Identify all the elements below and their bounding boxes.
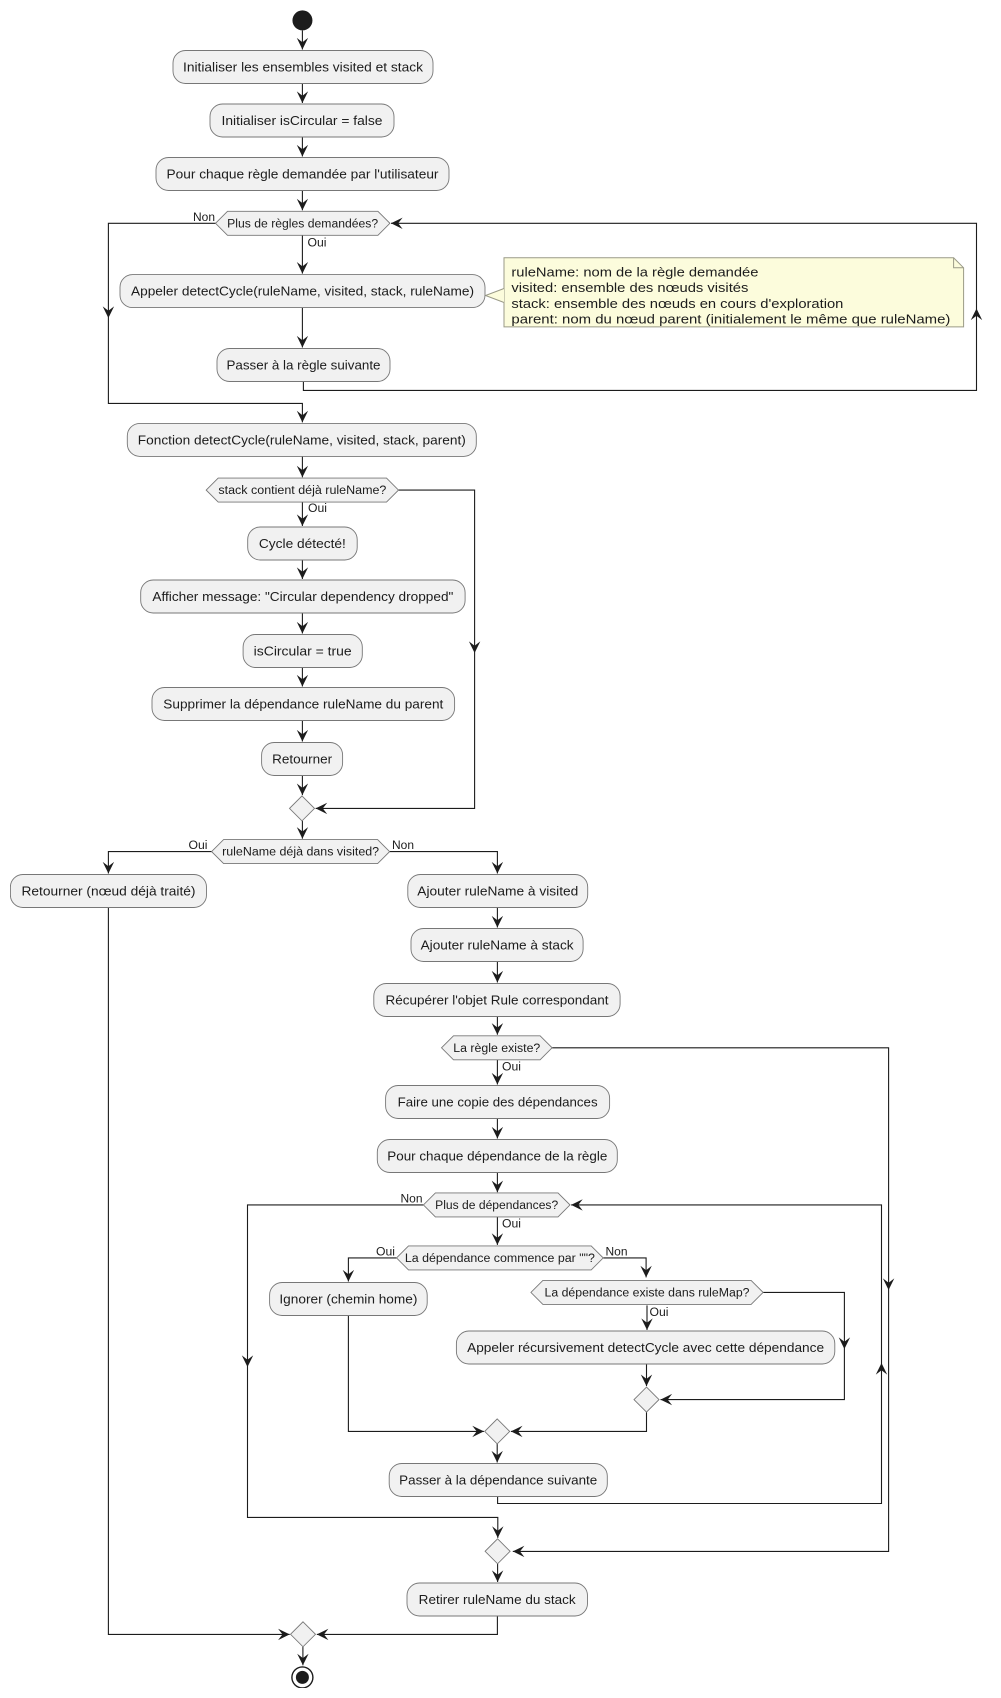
svg-text:ruleName déjà dans visited?: ruleName déjà dans visited? <box>222 847 379 859</box>
svg-text:stack: ensemble des nœuds en c: stack: ensemble des nœuds en cours d'exp… <box>511 296 843 311</box>
svg-text:Pour chaque règle demandée par: Pour chaque règle demandée par l'utilisa… <box>167 168 439 182</box>
svg-text:Passer à la règle suivante: Passer à la règle suivante <box>227 359 381 373</box>
svg-text:Oui: Oui <box>650 1307 669 1319</box>
svg-text:Oui: Oui <box>308 237 327 249</box>
svg-text:Oui: Oui <box>189 840 208 852</box>
svg-text:visited: ensemble des nœuds vi: visited: ensemble des nœuds visités <box>511 280 749 295</box>
svg-text:parent: nom du nœud parent (in: parent: nom du nœud parent (initialement… <box>511 311 950 326</box>
svg-text:Retourner: Retourner <box>272 753 332 767</box>
svg-text:La dépendance commence par ""?: La dépendance commence par ""? <box>405 1253 595 1265</box>
svg-text:Fonction detectCycle(ruleName,: Fonction detectCycle(ruleName, visited, … <box>138 434 466 448</box>
svg-text:Oui: Oui <box>502 1219 521 1231</box>
svg-text:Oui: Oui <box>502 1062 521 1074</box>
svg-text:Non: Non <box>193 212 215 224</box>
svg-text:isCircular = true: isCircular = true <box>254 645 352 659</box>
svg-text:Plus de règles demandées?: Plus de règles demandées? <box>227 218 378 230</box>
svg-text:Passer à la dépendance suivant: Passer à la dépendance suivante <box>399 1474 597 1488</box>
svg-text:Retirer ruleName du stack: Retirer ruleName du stack <box>419 1593 577 1607</box>
svg-text:stack contient déjà ruleName?: stack contient déjà ruleName? <box>218 485 386 497</box>
svg-text:Retourner (nœud déjà traité): Retourner (nœud déjà traité) <box>22 885 196 899</box>
svg-text:Cycle détecté!: Cycle détecté! <box>259 537 346 551</box>
svg-text:Non: Non <box>606 1246 628 1258</box>
svg-text:Supprimer la dépendance ruleNa: Supprimer la dépendance ruleName du pare… <box>163 698 444 712</box>
svg-text:ruleName: nom de la règle dema: ruleName: nom de la règle demandée <box>511 265 758 280</box>
svg-text:Ajouter ruleName à visited: Ajouter ruleName à visited <box>417 885 578 899</box>
svg-text:Oui: Oui <box>376 1246 395 1258</box>
svg-text:Plus de dépendances?: Plus de dépendances? <box>435 1200 558 1212</box>
svg-text:Initialiser les ensembles visi: Initialiser les ensembles visited et sta… <box>183 61 424 75</box>
svg-text:La règle existe?: La règle existe? <box>453 1043 540 1055</box>
svg-text:Ignorer (chemin home): Ignorer (chemin home) <box>279 1293 417 1307</box>
svg-text:Afficher message: "Circular de: Afficher message: "Circular dependency d… <box>152 590 453 604</box>
svg-text:Récupérer l'objet Rule corresp: Récupérer l'objet Rule correspondant <box>386 994 610 1008</box>
svg-text:Non: Non <box>401 1193 423 1205</box>
svg-text:Pour chaque dépendance de la r: Pour chaque dépendance de la règle <box>387 1150 607 1164</box>
svg-text:Appeler récursivement detectCy: Appeler récursivement detectCycle avec c… <box>467 1341 824 1355</box>
svg-text:Faire une copie des dépendance: Faire une copie des dépendances <box>398 1096 598 1110</box>
svg-text:Non: Non <box>392 840 414 852</box>
svg-text:Initialiser isCircular = false: Initialiser isCircular = false <box>222 114 383 128</box>
svg-text:Appeler detectCycle(ruleName,: Appeler detectCycle(ruleName, visited, s… <box>131 285 474 299</box>
svg-text:La dépendance existe dans rule: La dépendance existe dans ruleMap? <box>545 1288 750 1300</box>
svg-text:Oui: Oui <box>308 503 327 515</box>
svg-text:Ajouter ruleName à stack: Ajouter ruleName à stack <box>421 939 575 953</box>
